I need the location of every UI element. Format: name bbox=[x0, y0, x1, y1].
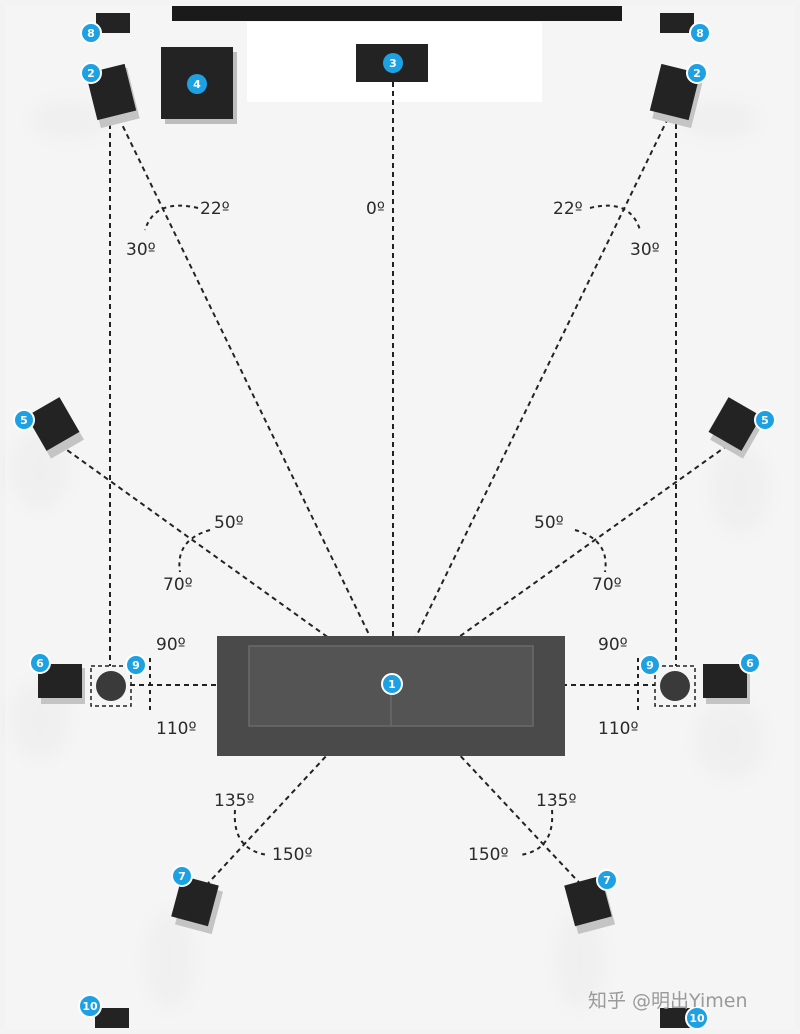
speaker-side-left bbox=[38, 664, 85, 704]
angle-label-side-front-max-right: 70º bbox=[592, 575, 622, 595]
svg-text:1: 1 bbox=[388, 678, 396, 691]
speaker-side-front-left bbox=[26, 397, 84, 459]
svg-text:9: 9 bbox=[646, 659, 654, 672]
badge-center: 3 bbox=[383, 53, 403, 73]
svg-text:8: 8 bbox=[87, 27, 95, 40]
speaker-rear-right bbox=[564, 875, 616, 935]
badge-side-sub-right: 9 bbox=[639, 654, 661, 676]
badge-side-left: 6 bbox=[29, 652, 51, 674]
badges: 3 4 2 2 8 8 5 5 6 6 9 9 1 7 7 10 10 bbox=[13, 22, 776, 1030]
badge-rear-right: 7 bbox=[596, 869, 618, 891]
speaker-top-rear-right bbox=[660, 1008, 694, 1028]
speaker-top-front-left bbox=[96, 13, 130, 33]
badge-side-right: 6 bbox=[739, 652, 761, 674]
svg-text:7: 7 bbox=[178, 870, 186, 883]
angle-label-front-max-right: 30º bbox=[630, 240, 660, 260]
svg-text:9: 9 bbox=[132, 659, 140, 672]
angle-label-rear-min-left: 135º bbox=[214, 791, 254, 811]
svg-text:10: 10 bbox=[689, 1012, 705, 1025]
badge-top-rear-right: 10 bbox=[685, 1006, 709, 1030]
angle-label-center: 0º bbox=[366, 199, 385, 219]
angle-label-front-min-left: 22º bbox=[200, 199, 230, 219]
svg-text:5: 5 bbox=[761, 414, 769, 427]
angle-label-side-front-max-left: 70º bbox=[163, 575, 193, 595]
speaker-side-sub-left bbox=[90, 665, 132, 707]
svg-text:2: 2 bbox=[693, 67, 701, 80]
angle-arcs bbox=[144, 204, 641, 856]
speaker-top-rear-left bbox=[95, 1008, 129, 1028]
angle-label-side-front-min-right: 50º bbox=[534, 513, 564, 533]
angle-label-rear-min-right: 135º bbox=[536, 791, 576, 811]
badge-side-front-left: 5 bbox=[13, 409, 35, 431]
angle-label-front-min-right: 22º bbox=[553, 199, 583, 219]
angle-label-side-max-right: 110º bbox=[598, 719, 638, 739]
speaker-side-right bbox=[703, 664, 750, 704]
badge-front-left: 2 bbox=[80, 62, 102, 84]
svg-text:10: 10 bbox=[82, 1000, 98, 1013]
angle-labels: 0º 22º 30º 22º 30º 50º 70º 50º 70º 90º 1… bbox=[126, 199, 660, 865]
speaker-side-sub-right bbox=[654, 665, 696, 707]
angle-label-rear-max-left: 150º bbox=[272, 845, 312, 865]
speaker-rear-left bbox=[171, 875, 224, 935]
angle-label-side-min-right: 90º bbox=[598, 635, 628, 655]
screen-bar bbox=[172, 6, 622, 21]
svg-text:3: 3 bbox=[389, 57, 397, 70]
angle-label-rear-max-right: 150º bbox=[468, 845, 508, 865]
badge-top-rear-left: 10 bbox=[78, 994, 102, 1018]
speaker-side-front-right bbox=[708, 397, 764, 459]
angle-label-side-max-left: 110º bbox=[156, 719, 196, 739]
angle-label-front-max-left: 30º bbox=[126, 240, 156, 260]
angle-label-side-front-min-left: 50º bbox=[214, 513, 244, 533]
sofa bbox=[217, 636, 565, 756]
badge-rear-left: 7 bbox=[171, 865, 193, 887]
badge-top-front-right: 8 bbox=[689, 22, 711, 44]
svg-text:5: 5 bbox=[20, 414, 28, 427]
svg-text:6: 6 bbox=[36, 657, 44, 670]
room-floor bbox=[5, 5, 795, 1029]
badge-front-right: 2 bbox=[686, 62, 708, 84]
badge-top-front-left: 8 bbox=[80, 22, 102, 44]
badge-side-front-right: 5 bbox=[754, 409, 776, 431]
svg-text:6: 6 bbox=[746, 657, 754, 670]
watermark: 知乎 @明出Yimen bbox=[588, 990, 748, 1012]
svg-text:2: 2 bbox=[87, 67, 95, 80]
speaker-top-front-right bbox=[660, 13, 694, 33]
badge-listener: 1 bbox=[381, 673, 403, 695]
svg-text:8: 8 bbox=[696, 27, 704, 40]
svg-text:4: 4 bbox=[193, 78, 201, 91]
angle-label-side-min-left: 90º bbox=[156, 635, 186, 655]
svg-text:7: 7 bbox=[603, 874, 611, 887]
badge-side-sub-left: 9 bbox=[125, 654, 147, 676]
badge-subwoofer: 4 bbox=[187, 74, 207, 94]
